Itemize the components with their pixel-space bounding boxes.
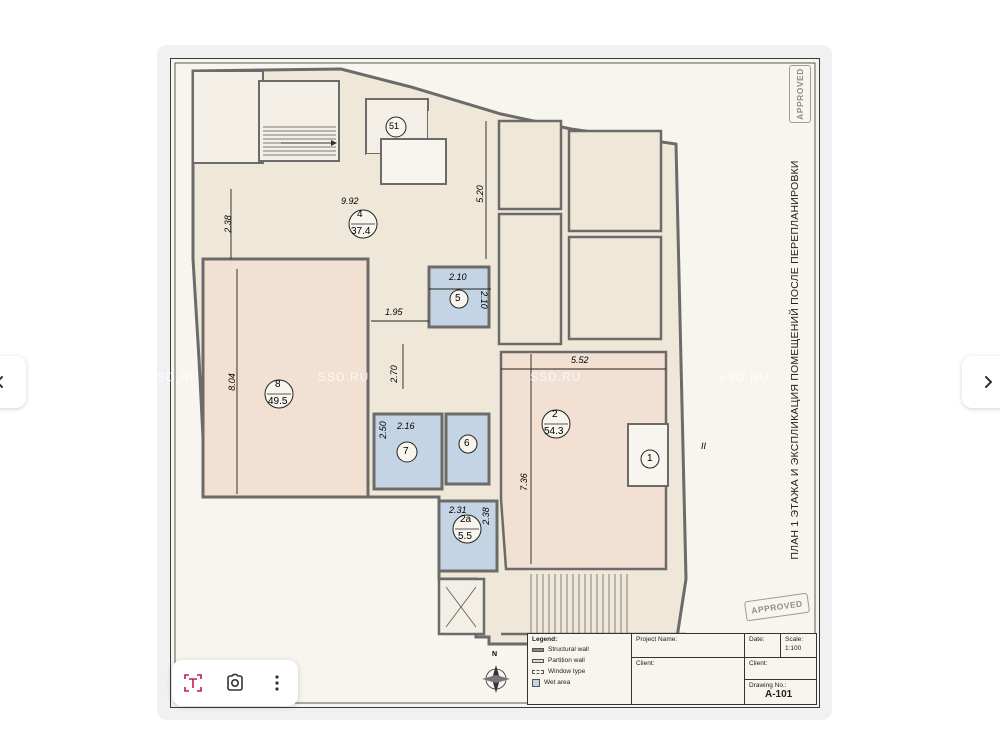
dimension-label: 2.38 [480,507,491,525]
dimension-label: 2.70 [388,365,399,383]
client-cell: Client: [632,658,745,704]
room-51-number: 51 [389,121,400,131]
room-2-area: 54.3 [544,426,564,437]
dimension-label: 2.31 [449,505,467,515]
date-cell: Date: [745,634,781,658]
dimension-label: 5.52 [571,355,589,365]
legend-item: Partition wall [532,655,627,666]
room-2a-area: 5.5 [458,531,472,542]
stair-lower [530,574,628,634]
room-2-number: 2 [552,409,558,420]
room-8-area: 49.5 [268,396,288,407]
dimension-label: 2.10 [449,272,467,282]
dimension-label: 2.50 [377,421,388,439]
scale-cell: Scale: 1:100 [781,634,816,658]
dimension-label: 2.16 [397,421,415,431]
legend-title: Legend: [532,636,558,643]
room-2a-number: 2a [460,514,472,525]
more-vertical-icon [275,675,279,691]
legend-item: Wet area [532,677,627,688]
drawing-number: A-101 [765,689,793,700]
title-block: Legend: Structural wall Partition wall W… [527,633,817,705]
dimension-label: 1.95 [385,307,403,317]
dimension-label: 8.04 [226,373,237,391]
dimension-label: 7.36 [518,473,529,491]
project-name-cell: Project Name: [632,634,745,658]
legend-item: Window type [532,666,627,677]
room-5-number: 5 [455,293,461,304]
client-cell-2: Client: [745,658,816,680]
more-options-button[interactable] [260,666,294,700]
room-4-number: 4 [357,209,363,220]
room-1-number: 1 [647,453,653,464]
drawing-number-cell: Drawing No.: A-101 [745,680,816,704]
chevron-left-icon [0,376,3,388]
north-arrow [482,665,510,693]
approved-stamp: APPROVED [789,65,811,123]
watermark: SSD.RU [530,370,582,384]
legend-item: Structural wall [532,644,627,655]
dimension-label: 9.92 [341,196,359,206]
room-7-number: 7 [403,446,409,457]
section-mark: II [701,441,707,451]
chevron-right-icon [985,376,992,388]
text-select-button[interactable] [176,666,210,700]
room-4-area: 37.4 [351,226,371,237]
legend-panel: Legend: Structural wall Partition wall W… [528,634,632,704]
floor-plan-svg [174,62,816,704]
floor-plan-drawing: 4 37.4 8 49.5 2 54.3 2a 5.5 5 6 7 1 51 9… [170,58,820,708]
previous-image-button[interactable] [0,356,26,408]
north-label: N [492,651,498,658]
visual-search-button[interactable] [218,666,252,700]
watermark: SSD.RU [718,370,770,384]
watermark: SSD.RU [318,370,370,384]
dimension-label: 5.20 [474,185,485,203]
room-8-number: 8 [275,379,281,390]
lens-icon [227,673,243,691]
image-toolbar [172,660,298,706]
scale-value: 1:100 [785,645,802,652]
dimension-label: 2.10 [478,291,489,309]
plan-title: ПЛАН 1 ЭТАЖА И ЭКСПЛИКАЦИЯ ПОМЕЩЕНИЙ ПОС… [789,160,801,560]
dimension-label: 2.38 [222,215,233,233]
next-image-button[interactable] [962,356,1000,408]
watermark: SSD.RU [148,370,200,384]
room-6-number: 6 [464,438,470,449]
text-select-icon [184,674,202,692]
